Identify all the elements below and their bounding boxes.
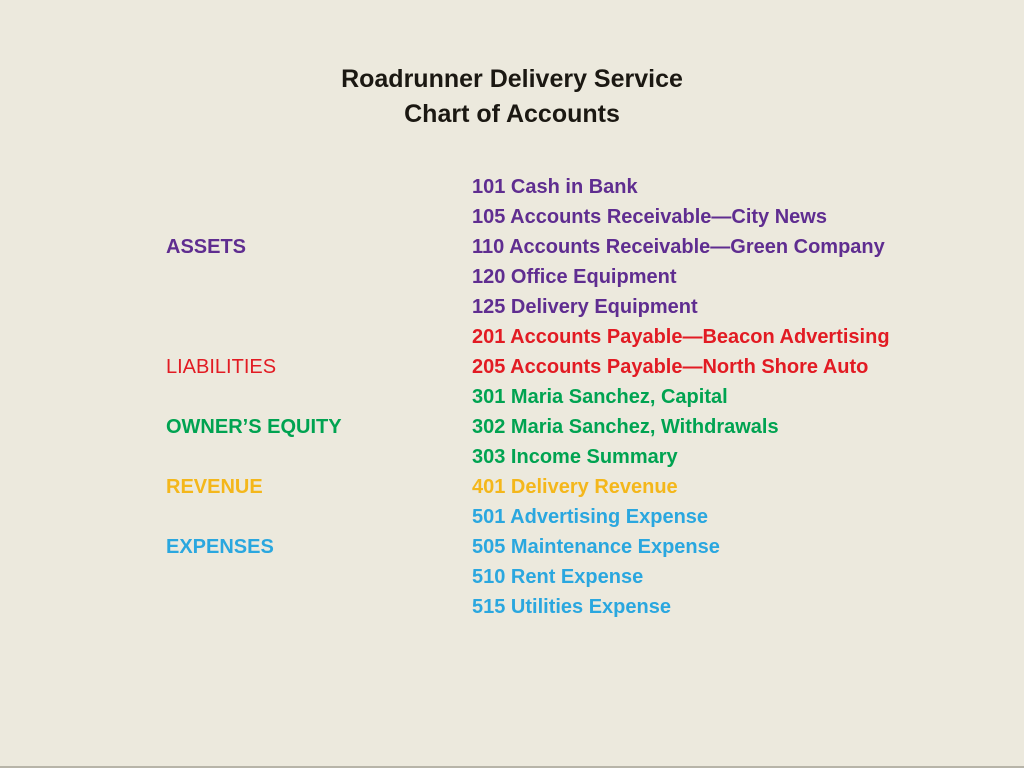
title-line-1: Roadrunner Delivery Service — [341, 65, 683, 93]
account-row: 205 Accounts Payable—North Shore Auto — [472, 356, 869, 378]
account-row: 302 Maria Sanchez, Withdrawals — [472, 416, 779, 438]
account-row: 501 Advertising Expense — [472, 506, 709, 528]
account-row: 101 Cash in Bank — [472, 176, 638, 198]
account-row: 201 Accounts Payable—Beacon Advertising — [472, 326, 890, 348]
account-row: 105 Accounts Receivable—City News — [472, 206, 827, 228]
account-row: 110 Accounts Receivable—Green Company — [472, 236, 885, 258]
account-row: 125 Delivery Equipment — [472, 296, 698, 318]
title-line-2: Chart of Accounts — [404, 100, 620, 128]
chart-of-accounts-list: 101 Cash in Bank 105 Accounts Receivable—… — [0, 172, 1024, 632]
category-label-expenses: EXPENSES — [166, 536, 274, 558]
category-label-revenue: REVENUE — [166, 476, 263, 498]
account-row: 303 Income Summary — [472, 446, 678, 468]
category-label-assets: ASSETS — [166, 236, 247, 258]
account-row: 301 Maria Sanchez, Capital — [472, 386, 728, 408]
slide-title: Roadrunner Delivery Service Chart of Acc… — [0, 62, 1024, 132]
account-row: 515 Utilities Expense — [472, 596, 671, 618]
account-row: 401 Delivery Revenue — [472, 476, 678, 498]
account-row: 120 Office Equipment — [472, 266, 677, 288]
account-row: 510 Rent Expense — [472, 566, 644, 588]
category-label-liabilities: LIABILITIES — [166, 356, 277, 378]
category-label-owner-s-equity: OWNER’S EQUITY — [166, 416, 342, 438]
account-row: 505 Maintenance Expense — [472, 536, 720, 558]
